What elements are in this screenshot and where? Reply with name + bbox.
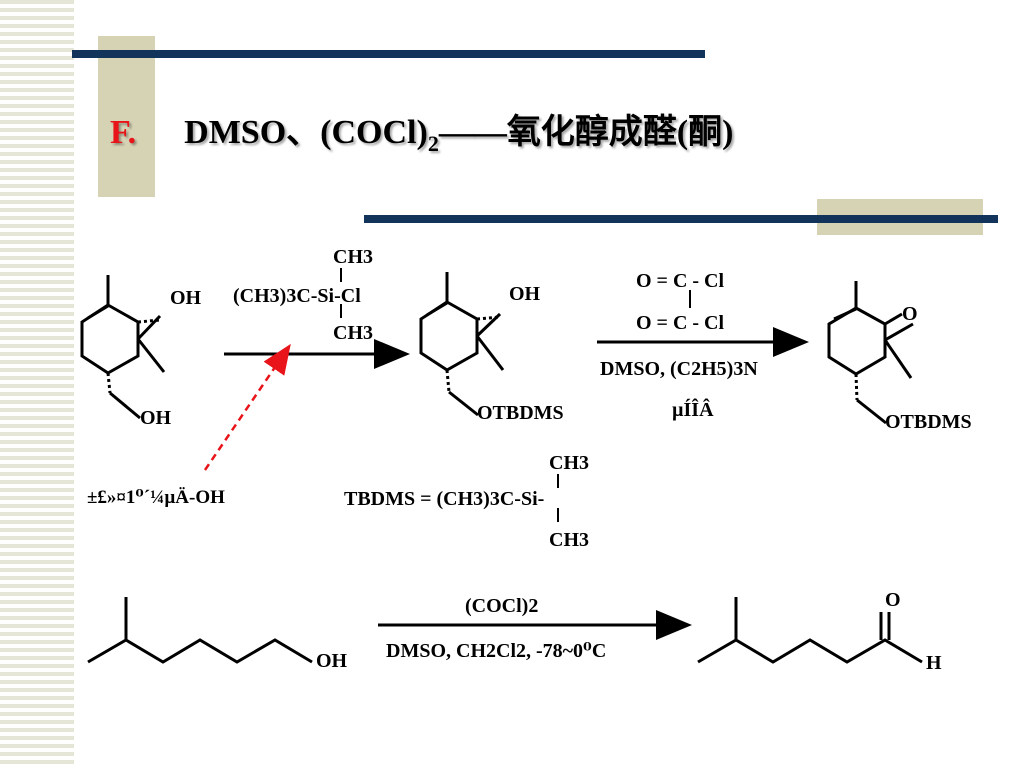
tbdmscl-ch3-bottom: CH3 — [333, 322, 373, 344]
starting-diol-structure — [80, 275, 166, 420]
oxidation-conditions: DMSO, (C2H5)3N — [600, 358, 758, 380]
oxidation-garbled-text: µÍÎÂ — [672, 397, 714, 421]
sm-oh-bottom-label: OH — [140, 407, 172, 429]
aldehyde-o-label: O — [885, 589, 901, 611]
oxalyl-line2: O = C - Cl — [636, 312, 725, 334]
mid-divider-bar — [364, 215, 998, 223]
oxalyl-line1: O = C - Cl — [636, 270, 725, 292]
tbdmscl-ch3-top: CH3 — [333, 246, 373, 268]
slide-title: F. DMSO、(COCl)2——氧化醇成醛(酮) — [110, 104, 734, 156]
tbdms-def-ch3-top: CH3 — [549, 452, 589, 474]
tbdmscl-main: (CH3)3C-Si-Cl — [233, 285, 361, 307]
protection-note-garbled: ±£»¤1⁰´¼µÄ-OH — [87, 487, 225, 508]
alcohol-oh-label: OH — [316, 650, 348, 672]
dashed-pointer-arrow — [203, 343, 291, 471]
top-divider-bar — [72, 50, 705, 58]
aldehyde-chain-structure — [697, 597, 923, 664]
title-main: DMSO、(COCl) — [184, 114, 428, 151]
title-rest: ——氧化醇成醛(酮) — [438, 114, 734, 151]
protected-intermediate-structure — [419, 272, 505, 417]
alcohol-chain-structure — [87, 597, 313, 664]
tbdms-def-ch3-bottom: CH3 — [549, 529, 589, 551]
int-oh-label: OH — [509, 283, 541, 305]
sm-oh-top-label: OH — [170, 287, 202, 309]
prod-otbdms-label: OTBDMS — [885, 411, 972, 433]
swern-reagent-top: (COCl)2 — [465, 595, 538, 617]
title-letter: F. — [110, 114, 137, 151]
int-otbdms-label: OTBDMS — [477, 402, 564, 424]
title-accent-box — [98, 36, 155, 197]
prod-o-label: O — [902, 303, 918, 325]
aldehyde-h-label: H — [926, 652, 942, 674]
title-subscript: 2 — [427, 131, 439, 156]
ketone-product-structure — [827, 281, 914, 425]
left-stripe-decoration — [0, 0, 74, 768]
swern-conditions: DMSO, CH2Cl2, -78~0⁰C — [386, 640, 606, 662]
tbdms-def-main: TBDMS = (CH3)3C-Si- — [344, 488, 544, 510]
